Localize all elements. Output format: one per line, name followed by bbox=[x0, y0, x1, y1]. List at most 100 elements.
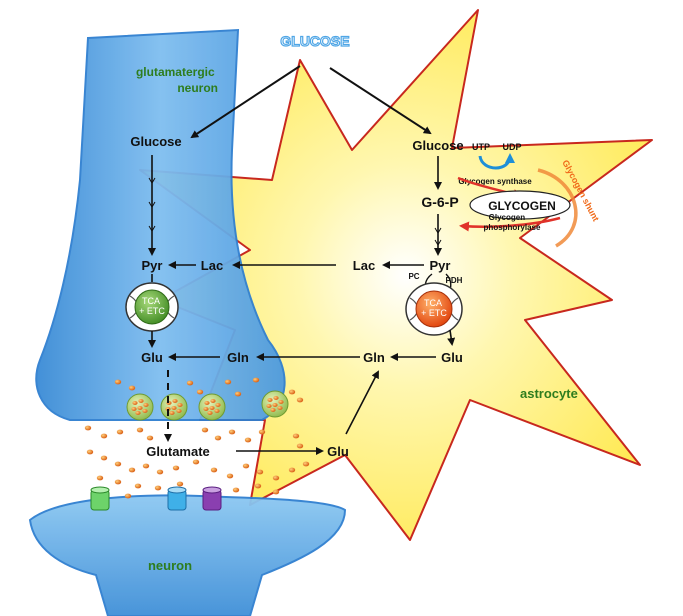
glutamate-dot bbox=[142, 409, 148, 413]
udp-label: UDP bbox=[502, 142, 521, 152]
glutamate-dot bbox=[172, 465, 180, 471]
glutamate-dot bbox=[128, 467, 136, 473]
glutamate-dot bbox=[277, 406, 283, 410]
neuron-lac: Lac bbox=[201, 258, 223, 273]
glutamate-receptor-green bbox=[90, 486, 110, 511]
glutamate-dot bbox=[228, 429, 236, 435]
glutamate-dot bbox=[272, 475, 280, 481]
glutamate-dot bbox=[142, 463, 150, 469]
astrocyte-lac: Lac bbox=[353, 258, 375, 273]
glutamatergic-neuron-label: glutamatergic neuron bbox=[136, 65, 218, 95]
glutamate-dot bbox=[215, 403, 221, 407]
glutamate-dot bbox=[232, 487, 240, 493]
utp-label: UTP bbox=[472, 142, 490, 152]
glutamatergic-neuron-cell bbox=[35, 28, 286, 421]
astrocyte-gln: Gln bbox=[363, 350, 385, 365]
glutamate-dot bbox=[254, 483, 262, 489]
utp-udp-arrow bbox=[478, 153, 515, 170]
glutamate-dot bbox=[116, 429, 124, 435]
glutamate-dot bbox=[186, 380, 194, 386]
glutamate-dot bbox=[171, 406, 177, 410]
glutamate-dot bbox=[132, 401, 138, 405]
synaptic-glutamate: Glutamate bbox=[146, 444, 210, 459]
neuron-tca-label: TCA + ETC bbox=[139, 296, 165, 316]
astrocyte-glu-uptake: Glu bbox=[327, 444, 349, 459]
neuron-label: neuron bbox=[148, 558, 192, 573]
glycogen-label: GLYCOGEN bbox=[488, 199, 556, 213]
glutamate-dot bbox=[156, 469, 164, 475]
glutamate-dot bbox=[270, 408, 276, 412]
glutamate-dot bbox=[84, 425, 92, 431]
glutamate-dot bbox=[210, 467, 218, 473]
neuron-mitochondrion: TCA + ETC bbox=[125, 282, 179, 332]
astrocyte-pyr: Pyr bbox=[430, 258, 451, 273]
glutamate-receptor-purple bbox=[202, 486, 222, 511]
glycogen-phosphorylase-arrow bbox=[459, 216, 561, 232]
glutamate-dot bbox=[196, 389, 204, 395]
postsynaptic-neuron-cell bbox=[28, 494, 347, 616]
cleft-glutamate-dots bbox=[84, 377, 310, 499]
glycogen-shunt-arrow bbox=[537, 168, 578, 248]
glutamate-dot bbox=[203, 407, 209, 411]
pdh-label: PDH bbox=[446, 276, 463, 285]
glutamate-dot bbox=[172, 399, 178, 403]
glutamate-dot bbox=[204, 401, 210, 405]
glutamate-dot bbox=[258, 429, 266, 435]
glutamate-dot bbox=[135, 411, 141, 415]
glutamate-dot bbox=[124, 493, 132, 499]
glutamate-dot bbox=[278, 400, 284, 404]
glutamate-dot bbox=[288, 389, 296, 395]
glutamate-dot bbox=[176, 481, 184, 487]
glutamate-dot bbox=[114, 479, 122, 485]
glutamate-dot bbox=[146, 435, 154, 441]
glutamate-dot bbox=[288, 467, 296, 473]
glutamate-dot bbox=[242, 463, 250, 469]
glutamate-dot bbox=[296, 397, 304, 403]
glutamate-dot bbox=[234, 391, 242, 397]
glutamate-dot bbox=[296, 443, 304, 449]
glutamate-dot bbox=[207, 411, 213, 415]
glutamate-dot bbox=[100, 433, 108, 439]
glutamate-dot bbox=[214, 435, 222, 441]
glutamate-dot bbox=[256, 469, 264, 475]
glutamate-dot bbox=[302, 461, 310, 467]
glutamate-dot bbox=[131, 407, 137, 411]
glutamate-dot bbox=[169, 411, 175, 415]
glutamate-receptor-blue bbox=[167, 486, 187, 511]
glutamate-dot bbox=[272, 403, 278, 407]
arrow-glucose-to-astrocyte bbox=[329, 67, 432, 135]
glycolysis-steps-astrocyte bbox=[434, 227, 442, 246]
glutamate-dot bbox=[267, 398, 273, 402]
arrow-astro-tca-to-glu bbox=[447, 329, 456, 346]
glutamate-dot bbox=[134, 483, 142, 489]
glutamate-dot bbox=[100, 455, 108, 461]
astrocyte-label: astrocyte bbox=[520, 386, 578, 401]
glutamate-dot bbox=[201, 427, 209, 433]
glycogen-pool bbox=[469, 190, 571, 220]
glutamate-dot bbox=[176, 409, 182, 413]
glutamate-dot bbox=[192, 459, 200, 465]
glutamate-dot bbox=[177, 403, 183, 407]
astrocyte-tca-label: TCA + ETC bbox=[421, 298, 447, 318]
glutamate-dot bbox=[209, 406, 215, 410]
glutamate-dot bbox=[143, 403, 149, 407]
glutamate-dot bbox=[273, 396, 279, 400]
astrocyte-glu-mito: Glu bbox=[441, 350, 463, 365]
glutamate-dot bbox=[224, 379, 232, 385]
arrow-uptake-glu-to-gln bbox=[345, 370, 379, 435]
neuron-glu: Glu bbox=[141, 350, 163, 365]
neuron-pyr: Pyr bbox=[142, 258, 163, 273]
glycolysis-steps-neuron bbox=[148, 177, 156, 232]
glutamate-dot bbox=[214, 409, 220, 413]
arrow-glucose-to-neuron bbox=[190, 65, 301, 139]
glutamate-dot bbox=[266, 404, 272, 408]
glutamate-dot bbox=[114, 379, 122, 385]
glutamate-dot bbox=[252, 377, 260, 383]
glutamate-dot bbox=[138, 399, 144, 403]
glutamate-dot bbox=[244, 437, 252, 443]
glutamate-dot bbox=[226, 473, 234, 479]
glutamate-dot bbox=[86, 449, 94, 455]
glutamate-dot bbox=[128, 385, 136, 391]
glutamatergic-label-line2: neuron bbox=[177, 81, 218, 95]
